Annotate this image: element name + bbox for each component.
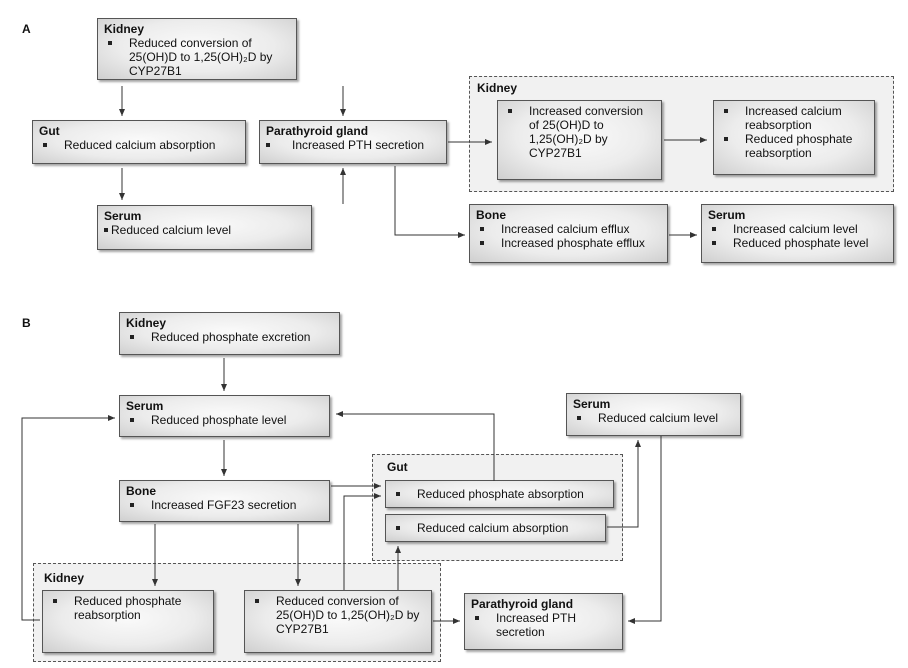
box-item: Reduced phosphate reabsorption xyxy=(49,594,207,622)
panel-b-gut-phosphate-box: Reduced phosphate absorption xyxy=(385,480,614,508)
panel-a-kidney-reabsorption-box: Increased calcium reabsorption Reduced p… xyxy=(713,100,875,175)
panel-a-kidney-conversion-box: Increased conversion of 25(OH)D to 1,25(… xyxy=(497,100,662,180)
box-item: Increased calcium reabsorption xyxy=(720,104,868,132)
box-item: Increased PTH secretion xyxy=(266,138,440,152)
box-item: Reduced phosphate reabsorption xyxy=(720,132,868,160)
panel-b-label: B xyxy=(22,316,31,330)
box-item: Increased conversion of 25(OH)D to 1,25(… xyxy=(504,104,655,160)
arrow xyxy=(628,436,662,624)
panel-b-serum-phosphate-box: Serum Reduced phosphate level xyxy=(119,395,330,437)
box-title: Parathyroid gland xyxy=(471,597,574,611)
panel-a-parathyroid-box: Parathyroid gland Increased PTH secretio… xyxy=(259,120,447,164)
box-title: Kidney xyxy=(126,316,167,330)
panel-b-kidney-conversion-box: Reduced conversion of 25(OH)D to 1,25(OH… xyxy=(244,590,432,653)
arrow xyxy=(336,411,495,481)
box-title: Serum xyxy=(708,208,746,222)
panel-a-kidney-box: Kidney Reduced conversion of 25(OH)D to … xyxy=(97,18,297,80)
panel-b-parathyroid-box: Parathyroid gland Increased PTH secretio… xyxy=(464,593,623,650)
box-title: Serum xyxy=(104,209,142,223)
panel-a-label: A xyxy=(22,22,31,36)
panel-a-gut-box: Gut Reduced calcium absorption xyxy=(32,120,246,164)
box-title: Serum xyxy=(573,397,611,411)
box-item: Reduced calcium absorption xyxy=(39,138,239,152)
arrow xyxy=(607,440,641,528)
box-item: Increased FGF23 secretion xyxy=(126,498,323,512)
box-title: Bone xyxy=(126,484,156,498)
box-title: Serum xyxy=(126,399,164,413)
box-item: Reduced calcium level xyxy=(573,411,734,425)
box-item: Increased calcium efflux xyxy=(476,222,661,236)
panel-a-serum-right-box: Serum Increased calcium level Reduced ph… xyxy=(701,204,894,263)
panel-b-gut-calcium-box: Reduced calcium absorption xyxy=(385,514,606,542)
panel-a-serum-box: Serum Reduced calcium level xyxy=(97,205,312,250)
panel-b-serum-calcium-box: Serum Reduced calcium level xyxy=(566,393,741,436)
arrow xyxy=(343,493,381,590)
panel-b-bone-box: Bone Increased FGF23 secretion xyxy=(119,480,330,522)
box-item: Reduced phosphate absorption xyxy=(392,487,607,501)
arrow xyxy=(394,166,465,238)
box-item: Reduced conversion of 25(OH)D to 1,25(OH… xyxy=(251,594,425,636)
box-item: Increased calcium level xyxy=(708,222,887,236)
box-title: Kidney xyxy=(104,22,145,36)
panel-b-kidney-box: Kidney Reduced phosphate excretion xyxy=(119,312,340,355)
box-item: Reduced conversion of 25(OH)D to 1,25(OH… xyxy=(104,36,290,78)
group-title: Kidney xyxy=(477,81,518,95)
panel-b-kidney-reabsorption-box: Reduced phosphate reabsorption xyxy=(42,590,214,653)
group-title: Kidney xyxy=(44,571,85,585)
box-title: Parathyroid gland xyxy=(266,124,369,138)
panel-a-bone-box: Bone Increased calcium efflux Increased … xyxy=(469,204,668,263)
box-item: Reduced phosphate level xyxy=(708,236,887,250)
box-item: Reduced phosphate level xyxy=(126,413,323,427)
box-title: Gut xyxy=(39,124,60,138)
box-item: Increased phosphate efflux xyxy=(476,236,661,250)
box-title: Bone xyxy=(476,208,506,222)
box-item: Reduced phosphate excretion xyxy=(126,330,333,344)
box-item: Reduced calcium absorption xyxy=(392,521,599,535)
box-item: Increased PTH secretion xyxy=(471,611,616,639)
box-item: Reduced calcium level xyxy=(104,223,305,237)
group-title: Gut xyxy=(387,460,408,474)
arrow xyxy=(21,415,115,621)
